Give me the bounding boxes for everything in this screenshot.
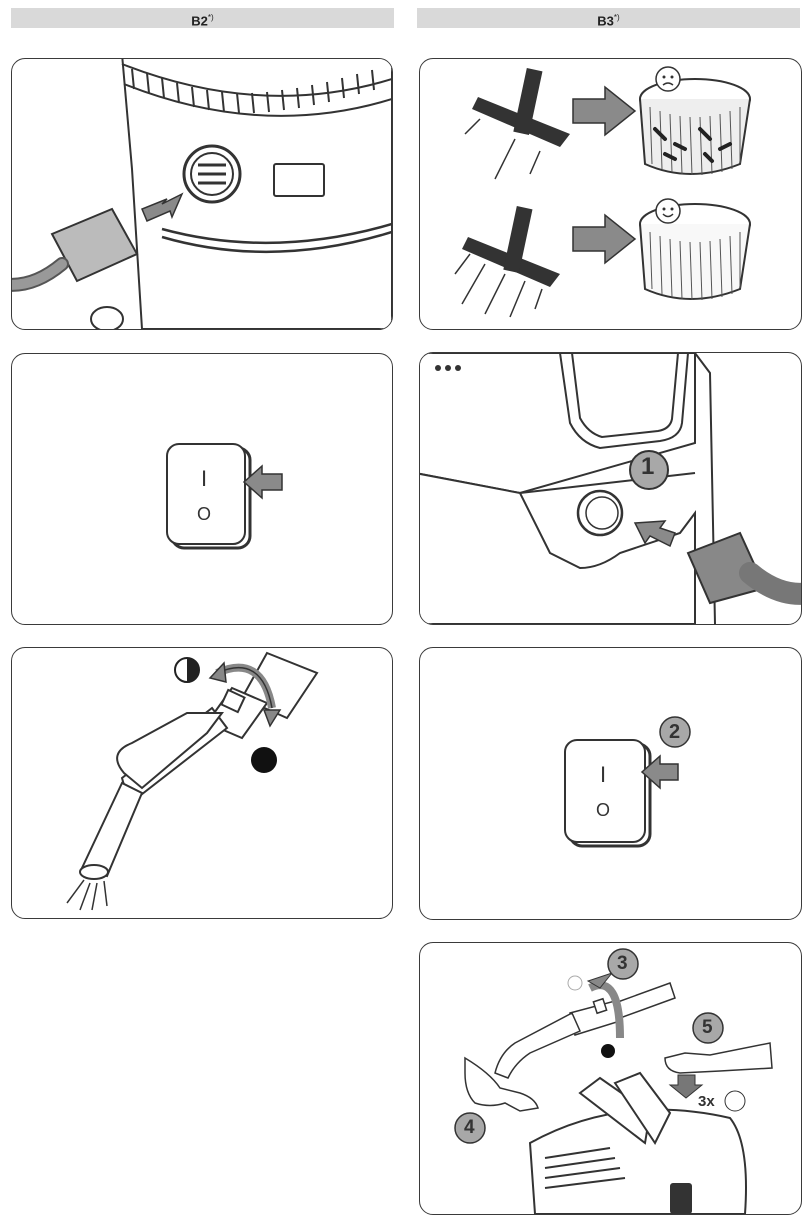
panel-b2-handle-slide <box>11 647 393 919</box>
step-2-switch-illustration <box>564 716 691 848</box>
header-b3-label: B3 <box>597 13 614 29</box>
panel-b3-step-1-hose-inlet: 1 <box>419 352 802 625</box>
filter-condition-illustration <box>454 66 751 318</box>
handle-slide-illustration <box>66 651 319 911</box>
panel-b3-steps-3-5-cleaning: 3 4 5 3x <box>419 942 802 1215</box>
panel-b2-power-switch: I O <box>11 353 393 625</box>
step-2-label: 2 <box>669 721 681 743</box>
repeat-3x-label: 3x <box>698 1093 715 1110</box>
column-header-b2: B2*) <box>11 8 394 28</box>
switch-on-symbol: I <box>201 466 208 491</box>
cleaning-steps-illustration <box>454 948 773 1214</box>
hose-connection-illustration <box>12 59 392 329</box>
panel-b3-step-2-switch: 2 I O <box>419 647 802 920</box>
header-b2-label: B2 <box>191 13 208 29</box>
step-3-label: 3 <box>617 953 628 974</box>
panel-b3-filter-condition <box>419 58 802 330</box>
header-b3-footnote: *) <box>613 13 620 22</box>
hose-inlet-illustration <box>420 353 801 624</box>
power-switch-illustration <box>166 443 283 550</box>
panel-b2-hose-connection <box>11 58 393 330</box>
switch-off-symbol: O <box>197 504 212 524</box>
step-4-label: 4 <box>464 1117 475 1138</box>
step-2-switch-off-symbol: O <box>596 800 611 820</box>
header-b2-footnote: *) <box>207 13 214 22</box>
column-header-b3: B3*) <box>417 8 800 28</box>
step-5-label: 5 <box>702 1017 713 1038</box>
step-2-switch-on-symbol: I <box>600 762 607 787</box>
step-1-label: 1 <box>641 453 655 480</box>
